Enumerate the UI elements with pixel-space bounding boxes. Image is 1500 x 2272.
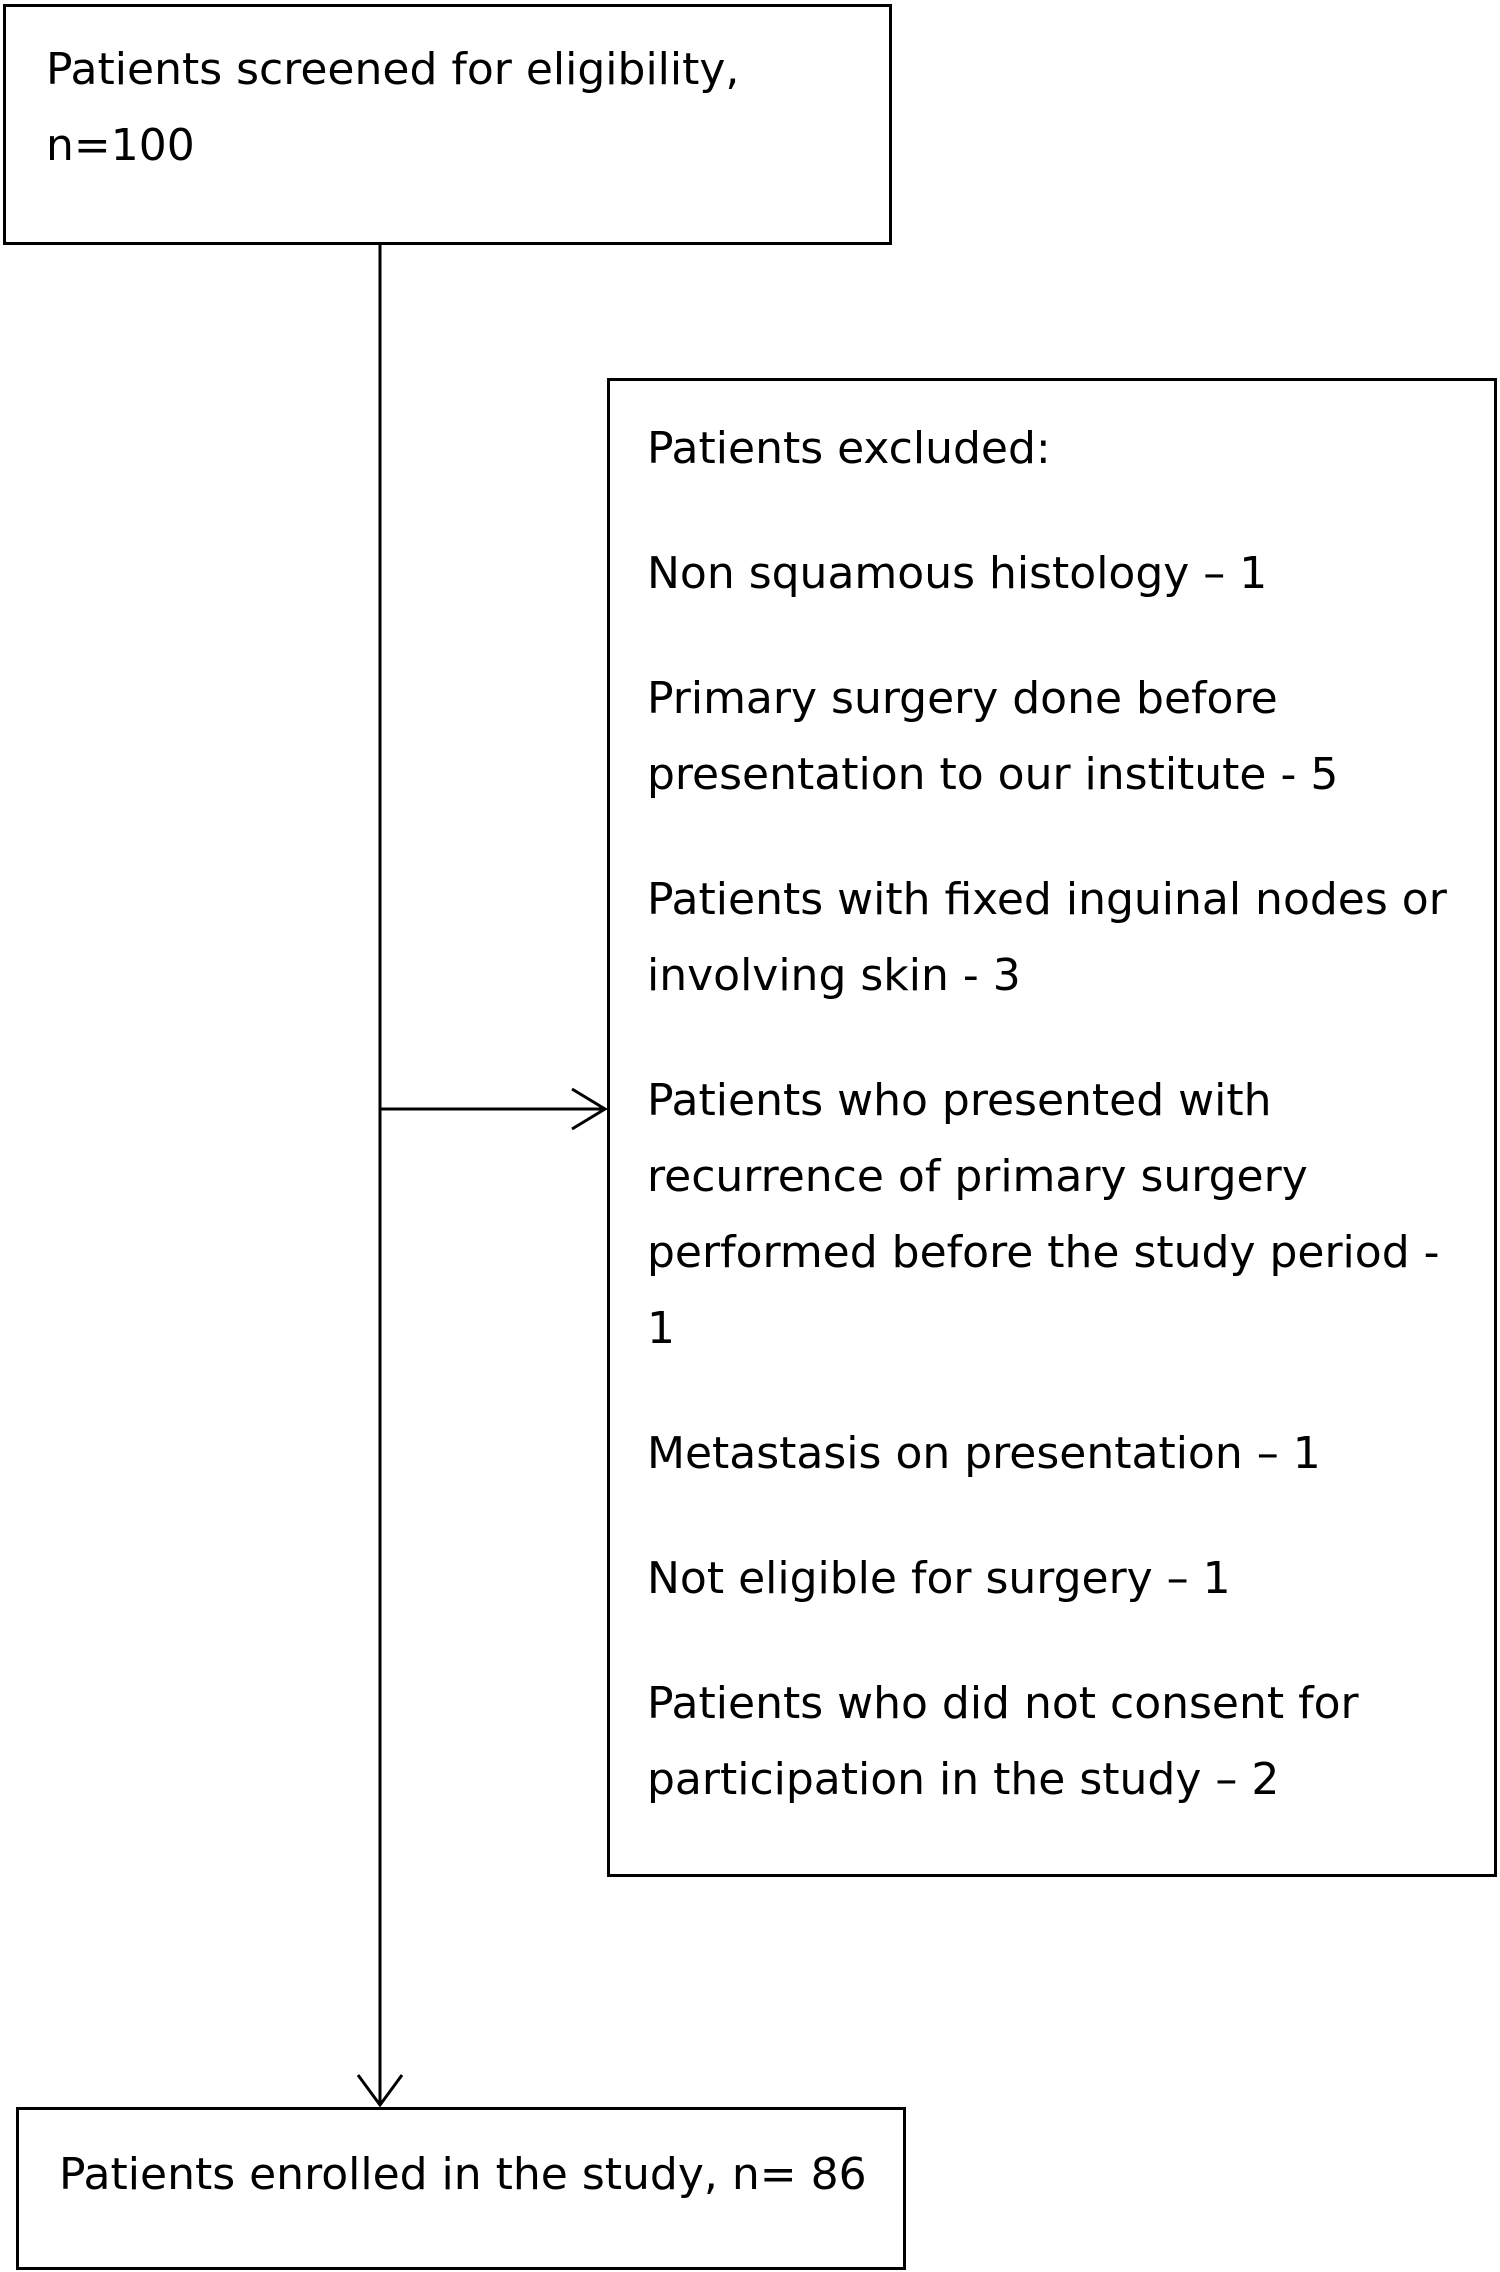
enrolled-box: Patients enrolled in the study, n= 86 [16, 2107, 906, 2270]
screened-box: Patients screened for eligibility, n=100 [3, 4, 892, 245]
exclusion-arrowhead [571, 1087, 608, 1131]
excluded-box: Patients excluded: Non squamous histolog… [607, 378, 1497, 1877]
exclusion-item-recurrence: Patients who presented with recurrence o… [647, 1075, 1440, 1354]
main-arrowhead [356, 2074, 404, 2108]
exclusion-item-not-eligible: Not eligible for surgery – 1 [647, 1553, 1231, 1604]
exclusion-item-metastasis: Metastasis on presentation – 1 [647, 1428, 1321, 1479]
exclusion-item-no-consent: Patients who did not consent for partici… [647, 1678, 1359, 1805]
enrolled-text: Patients enrolled in the study, n= 86 [59, 2149, 867, 2200]
screened-text: Patients screened for eligibility, n=100 [46, 44, 740, 171]
exclusion-item-prior-surgery: Primary surgery done before presentation… [647, 673, 1339, 800]
exclusion-list: Non squamous histology – 1 Primary surge… [647, 536, 1474, 1818]
exclusion-item-non-squamous: Non squamous histology – 1 [647, 548, 1268, 599]
exclusion-item-fixed-nodes: Patients with fixed inguinal nodes or in… [647, 874, 1447, 1001]
excluded-heading: Patients excluded: [647, 423, 1051, 474]
